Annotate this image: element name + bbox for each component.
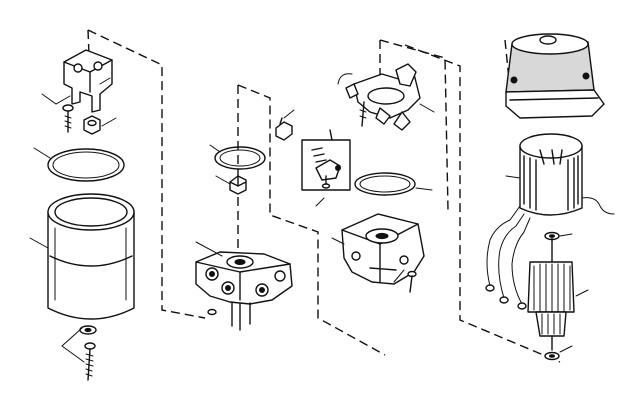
leader-reservoir-screw: [61, 327, 85, 363]
cover-nut: [83, 115, 101, 135]
motor-frame: [485, 133, 615, 310]
leader-reservoir: [29, 237, 49, 249]
brush-holder: [337, 63, 421, 131]
brush-clip: [275, 117, 293, 141]
motor-cover: [505, 33, 605, 119]
motor-end-cap: [341, 213, 425, 285]
end-cap-screw: [407, 270, 417, 293]
cover-cap: [63, 49, 113, 113]
reservoir-screw: [84, 342, 96, 381]
pump-check-valve: [229, 175, 247, 195]
thrust-washer: [544, 231, 560, 241]
leader-check-valve: [215, 175, 231, 185]
reservoir-o-ring: [47, 148, 125, 182]
leader-armature: [575, 289, 589, 297]
pump-body: [195, 251, 293, 331]
leader-brush-holder: [419, 103, 435, 113]
armature-washer: [544, 351, 560, 361]
end-cap-o-ring: [354, 172, 416, 196]
leader-o-ring: [33, 147, 51, 159]
brush-spring-assembly: [301, 129, 351, 191]
reservoir: [47, 193, 135, 320]
leader-end-cap-screw: [393, 269, 405, 283]
armature: [527, 237, 575, 351]
leader-brush-clip: [283, 109, 295, 119]
reservoir-washer: [79, 325, 97, 335]
leader-thrust-washer: [559, 233, 573, 237]
leader-brush-spring: [315, 197, 325, 207]
leader-end-cap-o-ring: [415, 187, 433, 191]
pump-o-ring: [214, 146, 266, 170]
leader-pump-o-ring: [209, 144, 221, 153]
leader-pump-body: [195, 241, 223, 257]
cover-screw: [62, 104, 74, 133]
assembly-guide-lines: [87, 29, 561, 363]
leader-end-cap: [331, 237, 345, 245]
leader-armature-washer: [559, 345, 573, 353]
leader-cover-screw: [41, 93, 71, 105]
leader-motor-frame: [505, 175, 521, 179]
leader-nut: [101, 117, 117, 127]
